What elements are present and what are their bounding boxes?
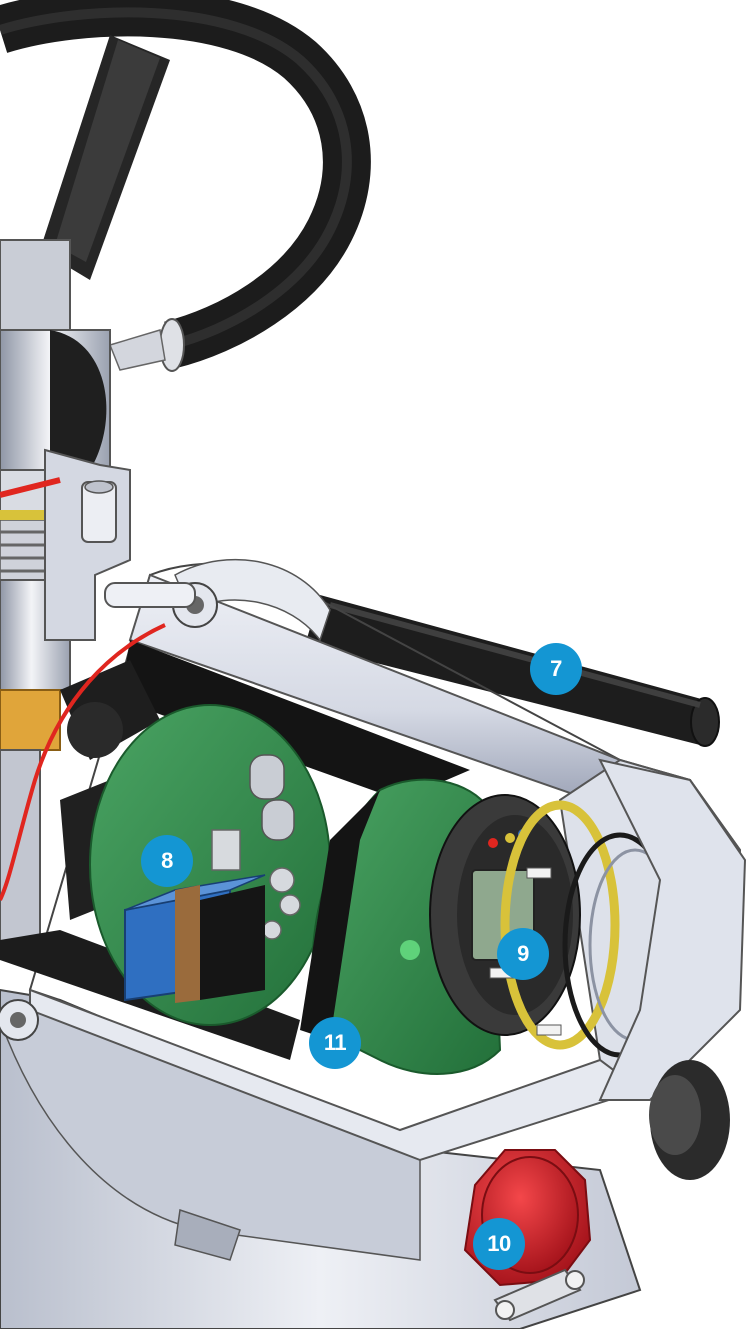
- cover-bolts: [0, 582, 218, 1041]
- callout-11-label: 11: [323, 1030, 347, 1055]
- lever-rod: [305, 595, 720, 747]
- signal-wire: [0, 623, 166, 901]
- callout-7: 7: [530, 643, 582, 695]
- side-housing: [598, 758, 747, 1180]
- callout-11: 11: [309, 1017, 361, 1069]
- callout-7-label: 7: [550, 656, 562, 681]
- callout-8-label: 8: [161, 848, 173, 873]
- signal-wire-upper: [0, 477, 61, 498]
- callout-9: 9: [497, 928, 549, 980]
- callout-10-label: 10: [487, 1231, 511, 1256]
- handwheel: [0, 0, 371, 372]
- transformer: [124, 874, 266, 1003]
- callout-10: 10: [473, 1218, 525, 1270]
- callout-9-label: 9: [517, 941, 529, 966]
- gear-housing: [44, 448, 131, 641]
- callout-8: 8: [141, 835, 193, 887]
